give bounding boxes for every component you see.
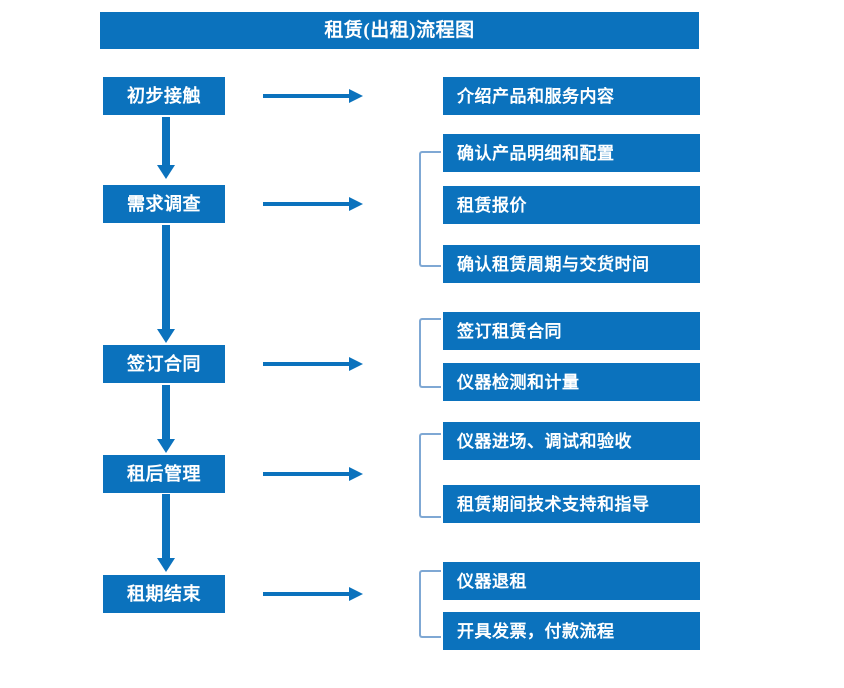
arrow-stem — [263, 202, 351, 206]
stage-box-4[interactable]: 租后管理 — [103, 455, 225, 493]
arrow-stem — [162, 385, 170, 439]
arrow-head-icon — [349, 197, 363, 211]
stage-box-1[interactable]: 初步接触 — [103, 77, 225, 115]
arrow-head-icon — [349, 357, 363, 371]
connector-arrow-right-3 — [263, 357, 363, 371]
flow-arrow-down-4 — [157, 494, 175, 572]
arrow-head-icon — [349, 89, 363, 103]
detail-box-10[interactable]: 开具发票，付款流程 — [443, 612, 700, 650]
arrow-stem — [263, 362, 351, 366]
connector-arrow-right-5 — [263, 587, 363, 601]
detail-box-4[interactable]: 确认租赁周期与交货时间 — [443, 245, 700, 283]
arrow-head-icon — [157, 439, 175, 453]
arrow-head-icon — [157, 329, 175, 343]
detail-box-7[interactable]: 仪器进场、调试和验收 — [443, 422, 700, 460]
group-bracket-2 — [419, 151, 441, 267]
group-bracket-5 — [419, 570, 441, 638]
detail-box-3[interactable]: 租赁报价 — [443, 186, 700, 224]
arrow-head-icon — [157, 165, 175, 179]
arrow-stem — [162, 225, 170, 329]
arrow-head-icon — [349, 587, 363, 601]
arrow-stem — [263, 94, 351, 98]
detail-box-2[interactable]: 确认产品明细和配置 — [443, 134, 700, 172]
arrow-stem — [162, 494, 170, 558]
detail-box-9[interactable]: 仪器退租 — [443, 562, 700, 600]
flow-arrow-down-3 — [157, 385, 175, 453]
stage-box-3[interactable]: 签订合同 — [103, 345, 225, 383]
stage-box-2[interactable]: 需求调查 — [103, 185, 225, 223]
stage-box-5[interactable]: 租期结束 — [103, 575, 225, 613]
diagram-title: 租赁(出租)流程图 — [100, 12, 699, 49]
detail-box-8[interactable]: 租赁期间技术支持和指导 — [443, 485, 700, 523]
group-bracket-4 — [419, 433, 441, 518]
group-bracket-3 — [419, 318, 441, 388]
flow-arrow-down-2 — [157, 225, 175, 343]
connector-arrow-right-2 — [263, 197, 363, 211]
detail-box-5[interactable]: 签订租赁合同 — [443, 312, 700, 350]
arrow-head-icon — [349, 467, 363, 481]
connector-arrow-right-4 — [263, 467, 363, 481]
connector-arrow-right-1 — [263, 89, 363, 103]
arrow-stem — [263, 472, 351, 476]
arrow-stem — [162, 117, 170, 165]
flow-arrow-down-1 — [157, 117, 175, 179]
arrow-head-icon — [157, 558, 175, 572]
detail-box-1[interactable]: 介绍产品和服务内容 — [443, 77, 700, 115]
detail-box-6[interactable]: 仪器检测和计量 — [443, 363, 700, 401]
arrow-stem — [263, 592, 351, 596]
